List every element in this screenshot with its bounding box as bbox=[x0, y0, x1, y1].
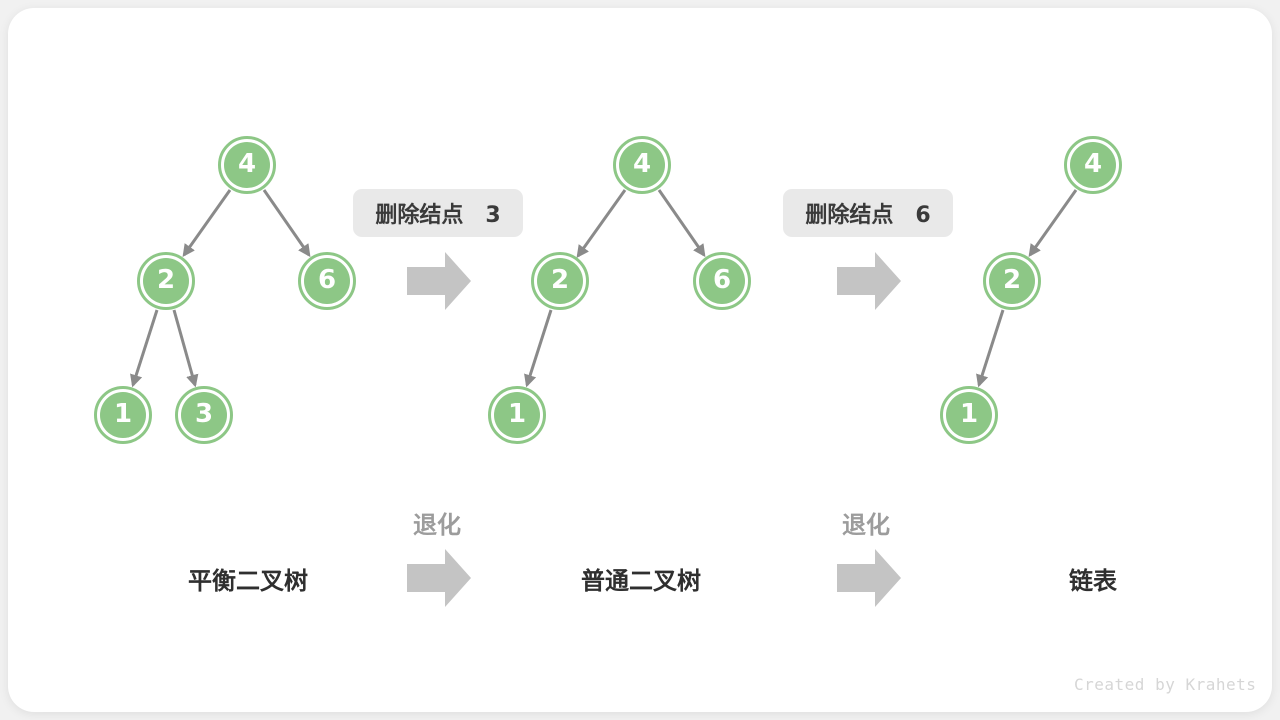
tree3-node-2: 2 bbox=[983, 252, 1041, 310]
tree-node-value: 2 bbox=[143, 258, 189, 304]
tree2-node-2: 2 bbox=[531, 252, 589, 310]
degradation-label: 退化 bbox=[413, 511, 461, 539]
tree-node-value: 1 bbox=[494, 392, 540, 438]
stage-label-ordinary-binary-tree: 普通二叉树 bbox=[581, 567, 701, 595]
tree1-node-1: 1 bbox=[94, 386, 152, 444]
diagram-card bbox=[8, 8, 1272, 712]
delete-node-3-badge: 删除结点 3 bbox=[353, 189, 523, 237]
tree-node-value: 6 bbox=[699, 258, 745, 304]
tree-node-value: 1 bbox=[100, 392, 146, 438]
tree-node-value: 4 bbox=[619, 142, 665, 188]
tree1-node-6: 6 bbox=[298, 252, 356, 310]
stage-label-linked-list: 链表 bbox=[1069, 567, 1117, 595]
tree-node-value: 4 bbox=[224, 142, 270, 188]
watermark-credit: Created by Krahets bbox=[1074, 675, 1257, 694]
tree-node-value: 3 bbox=[181, 392, 227, 438]
tree2-node-1: 1 bbox=[488, 386, 546, 444]
tree1-node-3: 3 bbox=[175, 386, 233, 444]
tree3-node-1: 1 bbox=[940, 386, 998, 444]
delete-node-6-badge: 删除结点 6 bbox=[783, 189, 953, 237]
stage-label-balanced-binary-tree: 平衡二叉树 bbox=[188, 567, 308, 595]
tree-node-value: 4 bbox=[1070, 142, 1116, 188]
tree-node-value: 1 bbox=[946, 392, 992, 438]
tree-node-value: 6 bbox=[304, 258, 350, 304]
tree2-node-4: 4 bbox=[613, 136, 671, 194]
tree1-node-4: 4 bbox=[218, 136, 276, 194]
degradation-label: 退化 bbox=[842, 511, 890, 539]
tree-node-value: 2 bbox=[537, 258, 583, 304]
tree2-node-6: 6 bbox=[693, 252, 751, 310]
tree-node-value: 2 bbox=[989, 258, 1035, 304]
tree1-node-2: 2 bbox=[137, 252, 195, 310]
tree3-node-4: 4 bbox=[1064, 136, 1122, 194]
